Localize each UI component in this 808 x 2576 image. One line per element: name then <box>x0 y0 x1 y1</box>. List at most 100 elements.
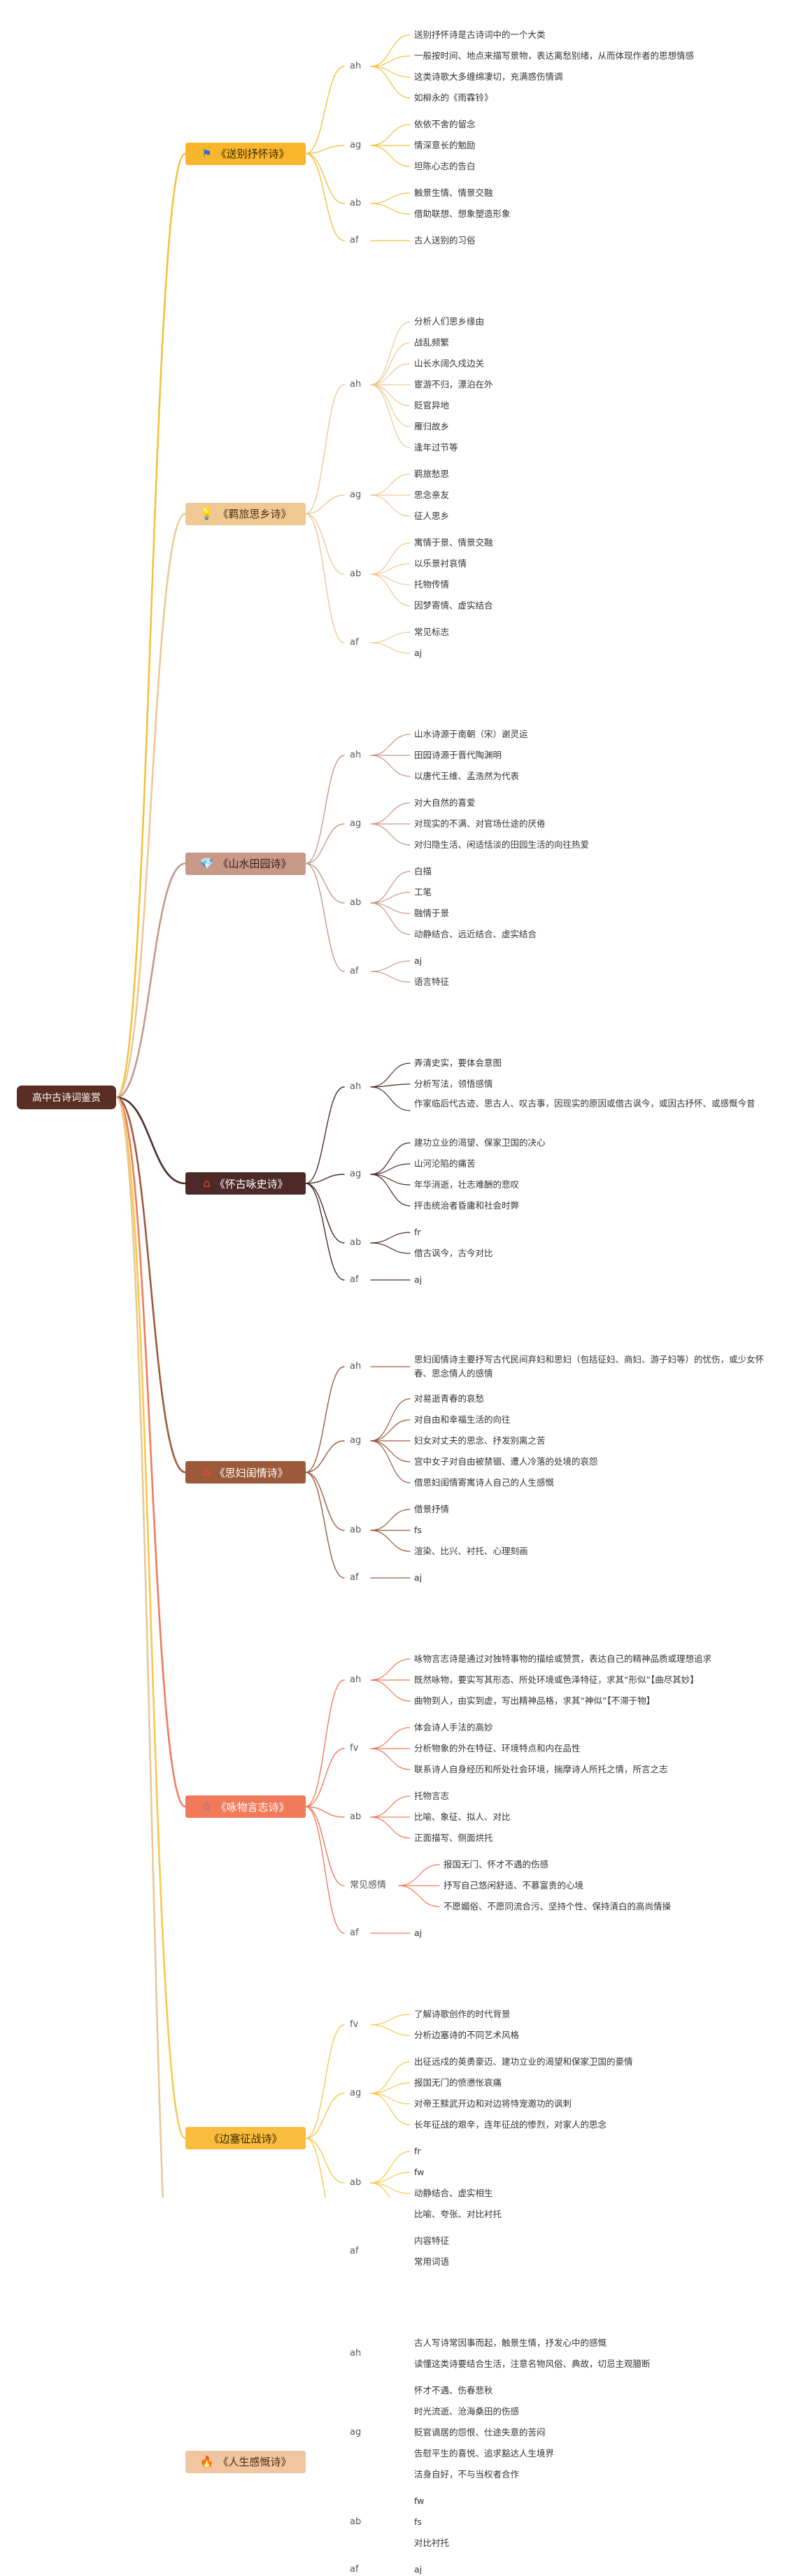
leaf-item[interactable]: 坦陈心志的告白 <box>414 161 476 171</box>
leaf-item[interactable]: 工笔 <box>414 887 432 897</box>
leaf-item[interactable]: 战乱频繁 <box>414 337 450 348</box>
leaf-item[interactable]: 融情于景 <box>414 908 450 918</box>
branch-label[interactable]: ah <box>350 61 362 71</box>
leaf-item[interactable]: 比喻、象征、拟人、对比 <box>414 1812 511 1822</box>
leaf-item[interactable]: 曲物到人，由实到虚，写出精神品格，求其“神似”【不滞于物】 <box>414 1695 655 1706</box>
leaf-item[interactable]: 既然咏物，要实写其形态、所处环境或色泽特征，求其“形似”【曲尽其妙】 <box>414 1674 699 1685</box>
leaf-item[interactable]: 内容特征 <box>414 2235 450 2246</box>
root-topic[interactable]: 高中古诗词鉴赏 <box>17 1086 116 1109</box>
leaf-item[interactable]: 出征远戍的英勇豪迈、建功立业的渴望和保家卫国的豪情 <box>414 2056 633 2067</box>
branch-label[interactable]: ag <box>350 2427 362 2438</box>
branch-label[interactable]: ag <box>350 1169 362 1179</box>
leaf-item[interactable]: 以唐代王维、孟浩然为代表 <box>414 771 520 781</box>
topic-node[interactable]: ⌂《怀古咏史诗》 <box>185 1172 306 1195</box>
branch-label[interactable]: 常见感情 <box>350 1880 387 1891</box>
branch-label[interactable]: ag <box>350 1435 362 1446</box>
leaf-item[interactable]: fs <box>414 1525 422 1535</box>
leaf-item[interactable]: aj <box>414 955 423 966</box>
leaf-item[interactable]: 分析写法，领悟感情 <box>414 1079 493 1089</box>
branch-label[interactable]: ab <box>350 569 362 579</box>
leaf-item[interactable]: 报国无门、怀才不遇的伤感 <box>444 1859 549 1870</box>
leaf-item[interactable]: 这类诗歌大多缠绵凄切，充满惑伤情调 <box>414 71 563 82</box>
branch-label[interactable]: ab <box>350 2517 362 2527</box>
leaf-item[interactable]: 时光流逝、沧海桑田的伤感 <box>414 2406 520 2417</box>
topic-node[interactable]: ☆《咏物言志诗》 <box>185 1795 306 1818</box>
leaf-item[interactable]: 读懂这类诗要结合生活，注意名物风俗、典故，切忌主观臆断 <box>414 2358 651 2369</box>
branch-label[interactable]: ab <box>350 1525 362 1535</box>
leaf-item[interactable]: 年华消逝，壮志难酬的悲叹 <box>414 1179 520 1190</box>
leaf-item[interactable]: 宦游不归，漂泊在外 <box>414 379 493 390</box>
branch-label[interactable]: ab <box>350 198 362 208</box>
leaf-item[interactable]: 对大自然的喜爱 <box>414 797 476 808</box>
leaf-item[interactable]: 正面描写、侧面烘托 <box>414 1833 493 1843</box>
branch-label[interactable]: ag <box>350 2088 362 2098</box>
branch-label[interactable]: ah <box>350 1081 362 1092</box>
branch-label[interactable]: ab <box>350 2177 362 2188</box>
topic-node[interactable]: 💎《山水田园诗》 <box>185 852 306 875</box>
leaf-item[interactable]: 一般按时间、地点来描写景物，表达离愁别绪，从而体现作者的思想情感 <box>414 50 695 61</box>
leaf-item[interactable]: 语言特征 <box>414 976 450 987</box>
leaf-item[interactable]: aj <box>414 2564 423 2575</box>
leaf-item[interactable]: 羁旅愁思 <box>414 469 450 479</box>
leaf-item[interactable]: aj <box>414 1928 423 1938</box>
branch-label[interactable]: ab <box>350 897 362 908</box>
leaf-item[interactable]: aj <box>414 648 423 658</box>
branch-label[interactable]: ah <box>350 1361 362 1372</box>
leaf-item[interactable]: 妇女对丈夫的思念、抒发别离之苦 <box>414 1435 546 1446</box>
leaf-item[interactable]: fr <box>414 2146 421 2156</box>
leaf-item[interactable]: 借古讽今，古今对比 <box>414 1248 493 1258</box>
leaf-item[interactable]: 思妇闺情诗主要抒写古代民间弃妇和思妇（包括征妇、商妇、游子妇等）的忧伤，或少女怀… <box>414 1354 765 1379</box>
leaf-item[interactable]: 逢年过节等 <box>414 442 458 453</box>
leaf-item[interactable]: 体会诗人手法的高妙 <box>414 1722 493 1732</box>
branch-label[interactable]: af <box>350 1274 359 1285</box>
leaf-item[interactable]: aj <box>414 1572 423 1583</box>
leaf-item[interactable]: 雁归故乡 <box>414 421 450 432</box>
branch-label[interactable]: ah <box>350 1674 362 1685</box>
branch-label[interactable]: fv <box>350 1743 359 1753</box>
topic-node[interactable]: 《边塞征战诗》 <box>185 2127 306 2149</box>
leaf-item[interactable]: fw <box>414 2167 425 2177</box>
topic-node[interactable]: 💡《羁旅思乡诗》 <box>185 502 306 525</box>
leaf-item[interactable]: 征人思乡 <box>414 511 450 521</box>
leaf-item[interactable]: 对帝王黩武开边和对边将恃宠邀功的讽刺 <box>414 2098 572 2109</box>
leaf-item[interactable]: 常用词语 <box>414 2256 450 2267</box>
leaf-item[interactable]: 白描 <box>414 866 432 876</box>
leaf-item[interactable]: 寓情于景、情景交融 <box>414 537 493 548</box>
leaf-item[interactable]: 分析人们思乡缘由 <box>414 316 485 327</box>
leaf-item[interactable]: 对比衬托 <box>414 2538 450 2548</box>
leaf-item[interactable]: 作家临后代古迹、思古人、叹古事，因现实的原因或借古讽今，或因古抒怀、或感慨今昔 <box>414 1098 756 1109</box>
branch-label[interactable]: ag <box>350 818 362 829</box>
leaf-item[interactable]: 托物传情 <box>414 579 450 590</box>
leaf-item[interactable]: 了解诗歌创作的时代背景 <box>414 2009 511 2019</box>
leaf-item[interactable]: 洁身自好，不与当权者合作 <box>414 2469 520 2479</box>
leaf-item[interactable]: 山河沦陷的痛苦 <box>414 1158 476 1169</box>
leaf-item[interactable]: 告慰平生的喜悦、追求豁达人生境界 <box>414 2448 555 2458</box>
branch-label[interactable]: ab <box>350 1237 362 1248</box>
leaf-item[interactable]: 对现实的不满、对官场仕途的厌倦 <box>414 818 546 829</box>
leaf-item[interactable]: 借助联想、想象塑造形象 <box>414 208 511 219</box>
branch-label[interactable]: af <box>350 235 359 245</box>
topic-node[interactable]: 🔥《人生感慨诗》 <box>185 2450 306 2473</box>
leaf-item[interactable]: 对自由和幸福生活的向往 <box>414 1414 511 1425</box>
leaf-item[interactable]: 常见标志 <box>414 627 450 637</box>
leaf-item[interactable]: 动静结合、远近结合、虚实结合 <box>414 929 537 939</box>
branch-label[interactable]: ah <box>350 2348 362 2358</box>
branch-label[interactable]: af <box>350 637 359 648</box>
branch-label[interactable]: ah <box>350 750 362 760</box>
leaf-item[interactable]: 宫中女子对自由被禁锢、遭人冷落的处境的哀怨 <box>414 1456 598 1467</box>
leaf-item[interactable]: 报国无门的愤懑怅哀痛 <box>414 2077 502 2088</box>
leaf-item[interactable]: 山长水阔久戍边关 <box>414 358 485 369</box>
branch-label[interactable]: ah <box>350 379 362 390</box>
leaf-item[interactable]: 怀才不遇、伤春悲秋 <box>414 2385 493 2396</box>
branch-label[interactable]: ab <box>350 1812 362 1822</box>
branch-label[interactable]: af <box>350 2246 359 2256</box>
leaf-item[interactable]: 分析物象的外在特征、环境特点和内在品性 <box>414 1743 581 1753</box>
leaf-item[interactable]: 动静结合、虚实相生 <box>414 2188 493 2198</box>
leaf-item[interactable]: 以乐景衬哀情 <box>414 558 467 569</box>
leaf-item[interactable]: 分析边塞诗的不同艺术风格 <box>414 2030 520 2040</box>
leaf-item[interactable]: 托物言志 <box>414 1791 450 1801</box>
branch-label[interactable]: ag <box>350 490 362 500</box>
topic-node[interactable]: ⚑《送别抒怀诗》 <box>185 142 306 165</box>
leaf-item[interactable]: 渲染、比兴、衬托、心理刻画 <box>414 1546 528 1556</box>
leaf-item[interactable]: 贬官异地 <box>414 400 450 411</box>
